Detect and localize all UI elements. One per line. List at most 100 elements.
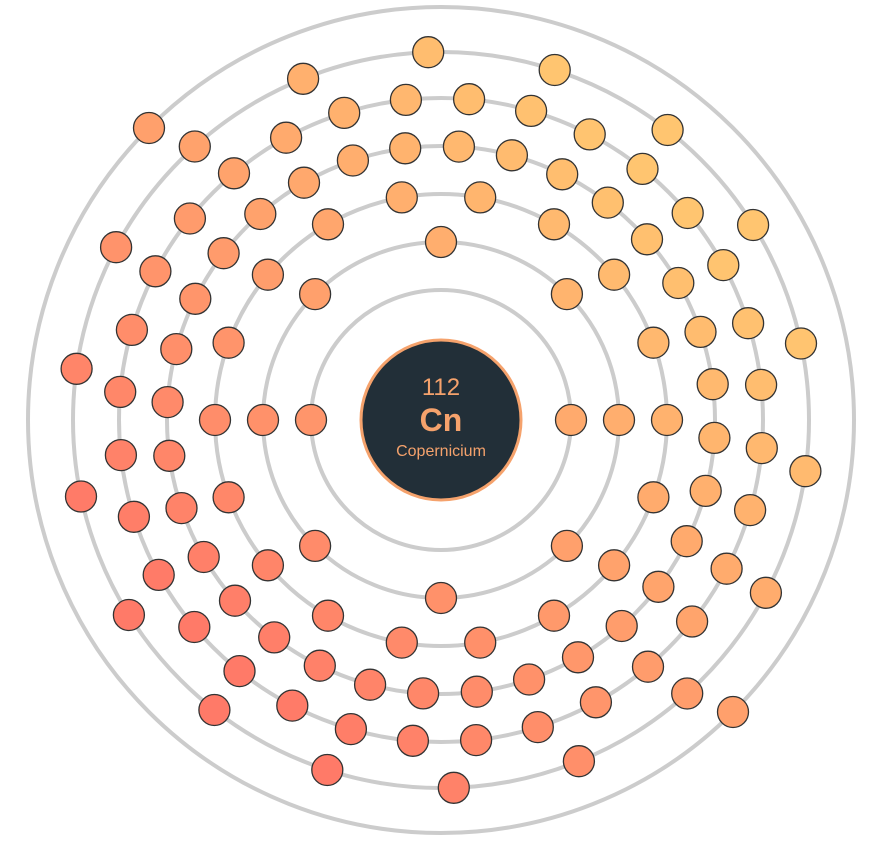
electron-shell-3 <box>637 481 670 514</box>
electron-shell-5 <box>173 202 207 235</box>
electron-shell-5 <box>178 610 211 644</box>
element-name: Copernicium <box>396 443 486 460</box>
electron-shell-6 <box>64 480 98 513</box>
electron-shell-4 <box>258 621 291 654</box>
electron-shell-4 <box>546 158 579 191</box>
electron-shell-5 <box>744 368 778 402</box>
electron-shell-2 <box>602 403 636 437</box>
electron-shell-5 <box>334 712 368 746</box>
electron-shell-4 <box>406 677 440 710</box>
shell-ring-4 <box>165 144 717 696</box>
electron-shell-5 <box>626 152 659 186</box>
electron-shell-3 <box>198 403 232 437</box>
electron-shell-5 <box>707 248 740 282</box>
electron-shell-6 <box>112 598 146 632</box>
electron-shell-4 <box>689 474 722 508</box>
electron-shell-4 <box>160 332 193 366</box>
electron-shell-5 <box>710 552 743 585</box>
electron-shell-3 <box>597 549 631 582</box>
electron-shell-5 <box>745 431 778 465</box>
electron-shell-5 <box>733 493 767 527</box>
element-symbol: Cn <box>420 402 463 438</box>
electron-shell-5 <box>573 118 606 151</box>
electron-shell-3 <box>385 181 418 214</box>
electron-shell-7 <box>716 695 750 729</box>
nucleus-circle <box>359 338 523 502</box>
electron-shell-3 <box>251 549 285 582</box>
electron-shell-4 <box>561 641 595 674</box>
electron-shell-6 <box>178 130 211 163</box>
electron-shell-6 <box>651 113 684 147</box>
electron-shell-4 <box>442 130 476 163</box>
electron-shell-6 <box>60 352 93 385</box>
electron-shell-6 <box>789 455 822 488</box>
shell-ring-5 <box>117 96 765 744</box>
electron-shell-1 <box>294 403 328 437</box>
electron-shell-4 <box>353 668 387 701</box>
electron-shell-4 <box>630 223 664 256</box>
electron-shell-1 <box>554 403 588 437</box>
shell-ring-7 <box>26 5 856 835</box>
electron-shell-4 <box>244 197 277 231</box>
electron-shell-6 <box>286 62 320 95</box>
electron-shell-2 <box>550 529 584 563</box>
electron-shell-6 <box>412 36 445 69</box>
electron-shell-2 <box>424 581 458 615</box>
electron-shell-5 <box>675 605 709 638</box>
electron-shell-5 <box>452 83 486 116</box>
electron-shell-5 <box>579 686 613 719</box>
electron-shell-3 <box>311 208 345 241</box>
electron-shell-4 <box>187 540 220 574</box>
electron-shell-2 <box>246 403 280 437</box>
electron-shell-5 <box>521 710 554 744</box>
electron-shell-4 <box>303 649 336 682</box>
electron-shell-5 <box>671 196 704 230</box>
electron-shell-4 <box>287 166 321 199</box>
electron-shell-5 <box>631 650 665 683</box>
electron-shell-5 <box>328 96 361 130</box>
electron-shell-3 <box>385 626 418 659</box>
electron-shell-4 <box>495 139 529 172</box>
atomic-number: 112 <box>422 374 460 401</box>
electron-shell-6 <box>538 53 571 87</box>
electron-shell-3 <box>212 481 245 514</box>
electron-shell-4 <box>698 421 731 455</box>
electron-shell-6 <box>311 753 344 787</box>
electron-shell-4 <box>605 609 638 643</box>
electron-shell-5 <box>459 723 493 757</box>
electron-shell-3 <box>251 258 285 291</box>
electron-shell-6 <box>562 745 596 778</box>
electron-shell-4 <box>512 663 546 696</box>
electron-shell-6 <box>198 693 231 727</box>
electron-shell-3 <box>537 208 571 241</box>
electron-shell-2 <box>550 277 584 311</box>
electron-shell-3 <box>212 326 245 359</box>
electron-shell-5 <box>731 307 765 340</box>
electron-shell-3 <box>650 403 684 437</box>
electron-shell-5 <box>117 500 151 533</box>
electron-shell-6 <box>736 208 770 242</box>
electron-shell-6 <box>437 771 470 804</box>
electron-shell-5 <box>104 438 138 472</box>
electron-shell-2 <box>298 529 332 563</box>
electron-shell-2 <box>424 225 458 259</box>
electron-shell-2 <box>298 277 332 311</box>
electron-shell-6 <box>671 677 704 710</box>
electron-shell-3 <box>537 599 571 632</box>
electron-shell-4 <box>165 491 198 525</box>
electron-shell-5 <box>139 255 172 288</box>
electron-shell-4 <box>153 439 186 472</box>
electron-shell-3 <box>637 326 670 359</box>
electron-shell-5 <box>396 724 430 757</box>
electron-shell-4 <box>460 675 493 708</box>
electron-shell-6 <box>749 576 783 609</box>
electron-shell-4 <box>684 315 717 349</box>
electron-shell-4 <box>662 266 695 300</box>
electron-shell-6 <box>99 231 133 264</box>
electron-shell-4 <box>670 525 703 558</box>
electron-shell-4 <box>642 570 675 603</box>
electron-shell-7 <box>132 111 166 145</box>
electron-shell-4 <box>218 584 252 617</box>
electron-shell-3 <box>464 181 497 214</box>
